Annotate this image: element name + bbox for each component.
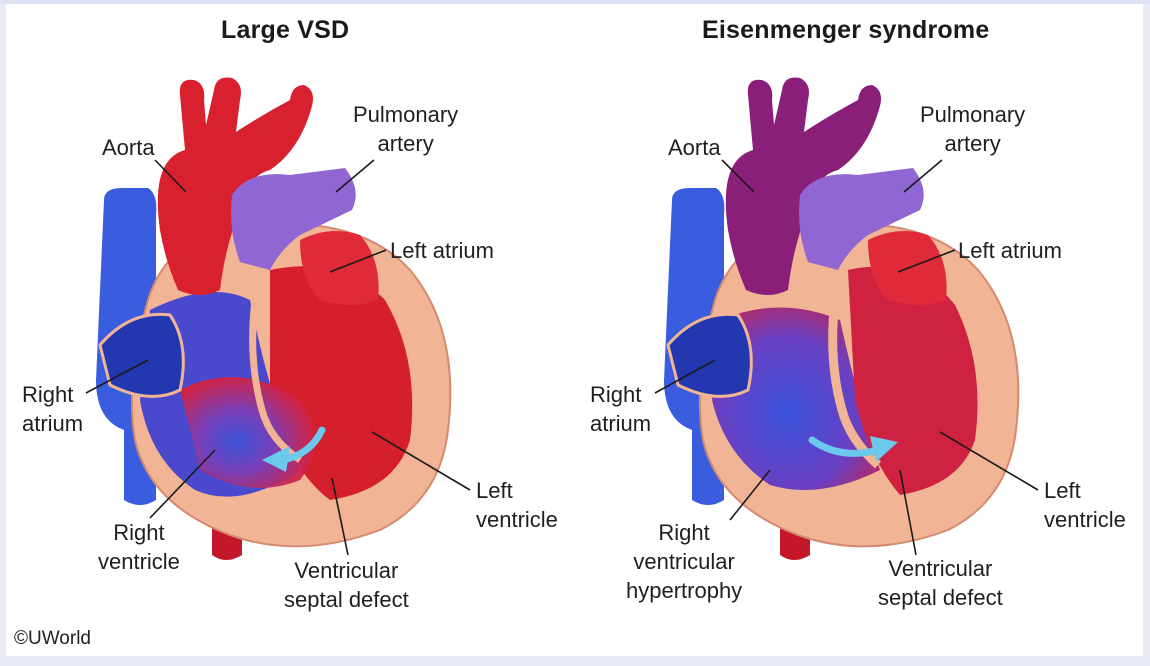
aorta-right	[725, 77, 881, 295]
label-vsd: Ventricular septal defect	[878, 556, 1003, 610]
right-atrium-right	[666, 312, 753, 398]
panel-title-eisenmenger: Eisenmenger syndrome	[702, 16, 990, 44]
heart-right	[664, 77, 1020, 560]
label-right-ventricle: Right ventricle	[98, 520, 180, 574]
leader-lines	[85, 159, 1039, 556]
septum-right	[828, 299, 882, 469]
aorta-left	[157, 77, 313, 295]
right-atrium-left	[98, 312, 185, 398]
label-pulmonary-artery: Pulmonary artery	[353, 102, 459, 156]
label-aorta: Aorta	[102, 135, 155, 160]
pulmonary-artery-left	[231, 168, 356, 270]
copyright: ©UWorld	[14, 628, 91, 649]
label-left-atrium: Left atrium	[390, 238, 494, 263]
label-right-ventricular-hypertrophy: Right ventricular hypertrophy	[626, 520, 743, 603]
label-left-ventricle: Left ventricle	[1044, 478, 1126, 532]
label-vsd: Ventricular septal defect	[284, 558, 409, 612]
top-strip	[0, 0, 1150, 4]
label-right-atrium: Right atrium	[22, 382, 84, 436]
label-left-atrium: Left atrium	[958, 238, 1062, 263]
label-left-ventricle: Left ventricle	[476, 478, 558, 532]
heart-left	[96, 77, 452, 560]
septum-left	[249, 299, 302, 463]
label-pulmonary-artery: Pulmonary artery	[920, 102, 1026, 156]
pulmonary-artery-right	[799, 168, 924, 270]
left-ventricle-right	[848, 266, 978, 495]
right-ventricle-right	[712, 307, 880, 490]
label-aorta: Aorta	[668, 135, 721, 160]
shunt-arrow-right	[808, 436, 882, 457]
label-right-atrium: Right atrium	[590, 382, 652, 436]
panel-title-large-vsd: Large VSD	[221, 16, 350, 44]
